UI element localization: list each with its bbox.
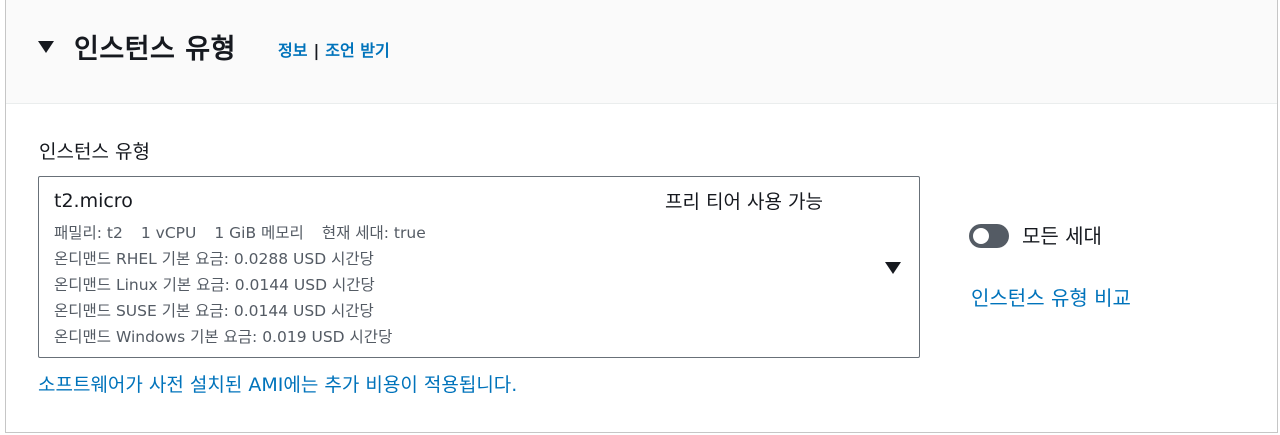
ami-cost-notice-link[interactable]: 소프트웨어가 사전 설치된 AMI에는 추가 비용이 적용됩니다. [38, 374, 518, 396]
compare-instance-types-link[interactable]: 인스턴스 유형 비교 [971, 286, 1131, 310]
instance-type-label: 인스턴스 유형 [39, 141, 150, 163]
pricing-linux: 온디맨드 Linux 기본 요금: 0.0144 USD 시간당 [54, 276, 375, 294]
collapse-caret-icon[interactable] [38, 41, 54, 53]
instance-specs: 패밀리: t2 1 vCPU 1 GiB 메모리 현재 세대: true [54, 221, 426, 243]
instance-type-select[interactable]: t2.micro 프리 티어 사용 가능 패밀리: t2 1 vCPU 1 GiB … [38, 176, 920, 358]
panel-header: 인스턴스 유형 정보 | 조언 받기 [6, 0, 1277, 104]
toggle-knob [973, 228, 989, 244]
instance-family: 패밀리: t2 [54, 224, 123, 242]
link-separator: | [313, 41, 320, 60]
pricing-windows: 온디맨드 Windows 기본 요금: 0.019 USD 시간당 [54, 328, 393, 346]
info-link[interactable]: 정보 [278, 41, 308, 60]
instance-memory: 1 GiB 메모리 [214, 224, 304, 242]
free-tier-tag: 프리 티어 사용 가능 [665, 191, 823, 213]
panel-title: 인스턴스 유형 [74, 34, 236, 65]
instance-vcpu: 1 vCPU [140, 224, 197, 242]
all-generations-toggle[interactable] [969, 224, 1009, 248]
get-advice-link[interactable]: 조언 받기 [325, 41, 390, 60]
dropdown-caret-icon [885, 262, 901, 274]
instance-generation: 현재 세대: true [321, 224, 426, 242]
selected-instance-name: t2.micro [54, 190, 133, 212]
header-links: 정보 | 조언 받기 [278, 37, 390, 61]
instance-type-panel: 인스턴스 유형 정보 | 조언 받기 인스턴스 유형 t2.micro 프리 티어 … [5, 0, 1278, 433]
pricing-rhel: 온디맨드 RHEL 기본 요금: 0.0288 USD 시간당 [54, 250, 374, 268]
pricing-suse: 온디맨드 SUSE 기본 요금: 0.0144 USD 시간당 [54, 302, 374, 320]
all-generations-label: 모든 세대 [1022, 224, 1102, 248]
